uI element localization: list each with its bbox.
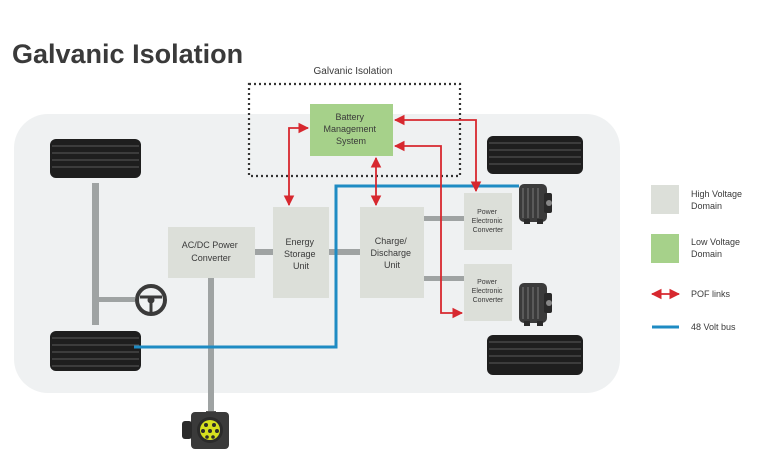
page-title: Galvanic Isolation bbox=[12, 39, 243, 69]
legend: High Voltage Domain Low Voltage Domain P… bbox=[650, 185, 745, 332]
acdc-converter-label: AC/DC Power Converter bbox=[182, 240, 241, 263]
energy-storage-unit-label: Energy Storage Unit bbox=[284, 237, 318, 271]
wheel-rear-right bbox=[487, 335, 583, 375]
bms-label: Battery Management System bbox=[323, 112, 378, 146]
charging-plug-icon bbox=[182, 412, 229, 449]
steering-wheel-icon bbox=[135, 284, 167, 316]
power-converter-block-top bbox=[464, 193, 512, 250]
power-converter-bottom-label: Power Electronic Converter bbox=[472, 279, 505, 304]
isolation-box-label: Galvanic Isolation bbox=[314, 66, 393, 77]
legend-low-voltage-label: Low Voltage Domain bbox=[691, 237, 743, 259]
legend-high-voltage-swatch bbox=[651, 185, 679, 214]
acdc-converter-block bbox=[168, 227, 255, 278]
motor-icon-top bbox=[519, 184, 552, 224]
charge-discharge-unit-label: Charge/ Discharge Unit bbox=[370, 236, 413, 270]
legend-48v-label: 48 Volt bus bbox=[691, 322, 736, 332]
legend-pof-label: POF links bbox=[691, 289, 731, 299]
legend-high-voltage-label: High Voltage Domain bbox=[691, 189, 745, 211]
motor-icon-bottom bbox=[519, 283, 552, 326]
energy-storage-unit-block bbox=[273, 207, 329, 298]
pof-links bbox=[283, 114, 482, 319]
legend-low-voltage-swatch bbox=[651, 234, 679, 263]
power-converter-top-label: Power Electronic Converter bbox=[472, 209, 505, 234]
bms-block bbox=[310, 104, 393, 156]
wheel-front-left bbox=[50, 139, 141, 178]
wheel-front-right bbox=[487, 136, 583, 174]
power-converter-block-bottom bbox=[464, 264, 512, 321]
wheel-rear-left bbox=[50, 331, 141, 371]
